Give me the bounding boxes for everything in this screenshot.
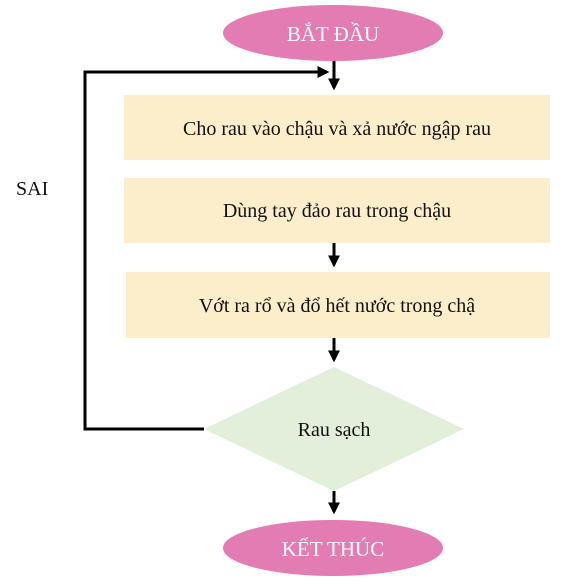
- end-terminal-label: KẾT THÚC: [282, 537, 384, 561]
- process-step-3-label: Vớt ra rổ và đổ hết nước trong chậ: [199, 295, 475, 317]
- decision-label: Rau sạch: [298, 419, 371, 441]
- process-step-2: [124, 178, 550, 243]
- end-terminal: [223, 520, 443, 576]
- loop-back-connector: [83, 66, 330, 431]
- false-branch-label: SAI: [16, 178, 48, 200]
- start-terminal: [223, 5, 443, 61]
- start-terminal-label: BẮT ĐẦU: [287, 22, 379, 46]
- process-step-1-label: Cho rau vào chậu và xả nước ngập rau: [183, 118, 491, 140]
- process-step-3: [126, 272, 550, 338]
- process-step-1: [124, 95, 550, 160]
- process-step-2-label: Dùng tay đảo rau trong chậu: [223, 200, 451, 222]
- decision-diamond: [204, 367, 464, 491]
